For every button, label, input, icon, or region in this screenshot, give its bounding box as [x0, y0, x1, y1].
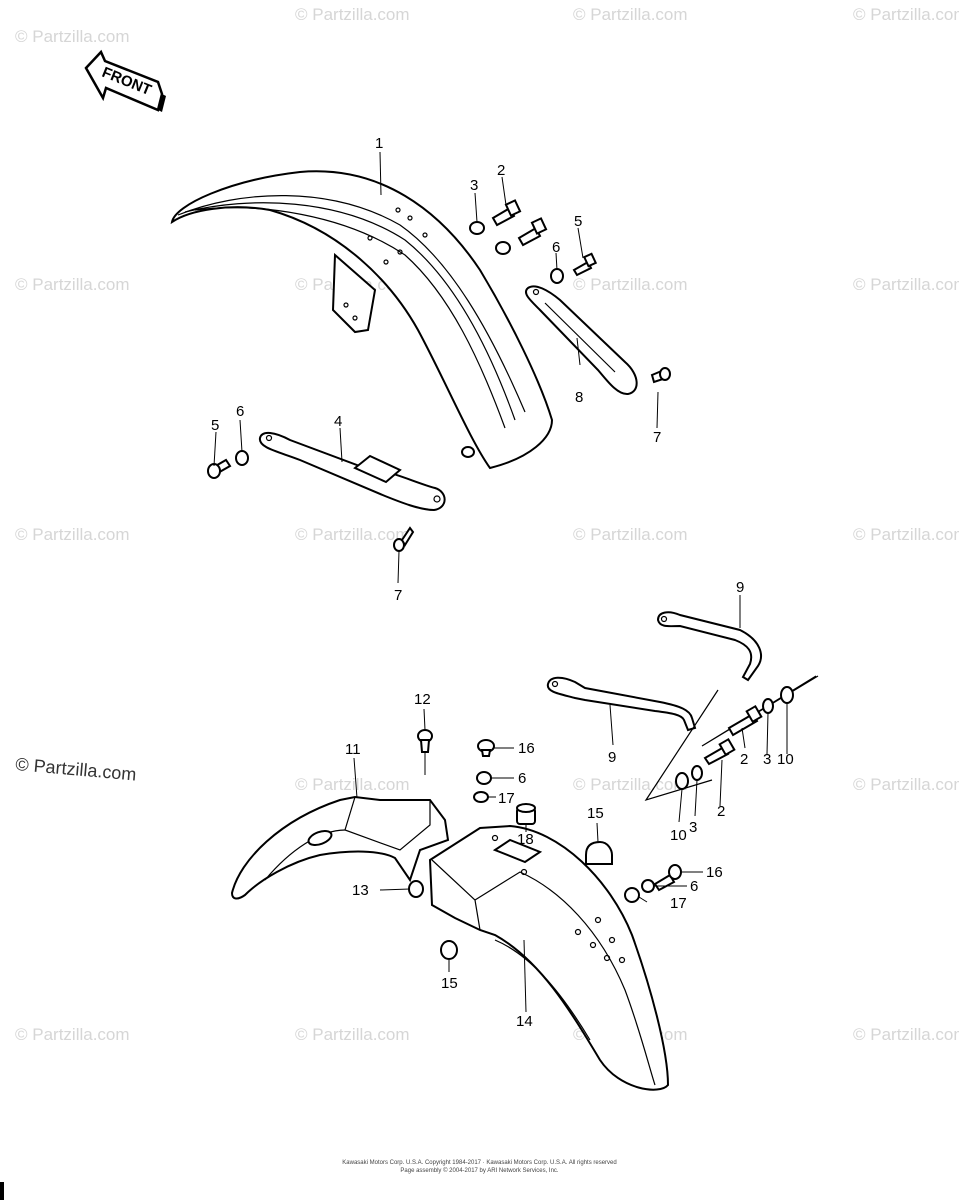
fender-stay — [524, 285, 638, 396]
watermark: © Partzilla.com — [15, 1025, 130, 1044]
callout-number: 5 — [211, 417, 219, 434]
nut-icon — [408, 880, 424, 898]
callout-number: 6 — [552, 239, 560, 256]
callout-number: 7 — [653, 429, 661, 446]
watermark: © Partzilla.com — [853, 5, 959, 24]
callout-number: 3 — [689, 819, 697, 836]
copyright-footer: Kawasaki Motors Corp. U.S.A. Copyright 1… — [0, 1159, 959, 1175]
callout-number: 6 — [518, 770, 526, 787]
callout-number: 9 — [608, 749, 616, 766]
watermark: © Partzilla.com — [295, 5, 410, 24]
front-stay — [258, 432, 446, 512]
watermark: © Partzilla.com — [853, 775, 959, 794]
callout-number: 15 — [587, 805, 604, 822]
screw-icon — [650, 367, 671, 384]
bolt-icon — [417, 729, 433, 753]
callout-number: 2 — [497, 162, 505, 179]
washer-icon — [762, 698, 774, 714]
detail-separator — [644, 675, 819, 802]
watermark: © Partzilla.com — [573, 275, 688, 294]
callout-number: 17 — [498, 790, 515, 807]
washer-icon — [780, 686, 794, 704]
bolt-icon — [207, 458, 232, 479]
callout-number: 13 — [352, 882, 369, 899]
callout-number: 15 — [441, 975, 458, 992]
nut-icon — [235, 450, 249, 466]
callout-number: 6 — [690, 878, 698, 895]
washer-icon — [624, 887, 640, 903]
watermark: © Partzilla.com — [15, 275, 130, 294]
callout-number: 6 — [236, 403, 244, 420]
callout-number: 16 — [518, 740, 535, 757]
callout-number: 9 — [736, 579, 744, 596]
washer-icon — [473, 791, 489, 803]
callout-number: 17 — [670, 895, 687, 912]
callout-number: 2 — [717, 803, 725, 820]
callout-numbers: 1 2 3 5 6 8 7 5 6 4 7 9 9 2 3 10 2 10 3 … — [211, 135, 794, 1030]
callout-number: 11 — [345, 741, 361, 758]
callout-number: 1 — [375, 135, 383, 152]
rear-stay-lower — [546, 676, 697, 732]
leader-lines — [213, 151, 788, 1013]
callout-number: 5 — [574, 213, 582, 230]
copyright-line: Page assembly © 2004-2017 by ARI Network… — [400, 1168, 559, 1174]
bolt-icon — [727, 704, 763, 737]
grommet-icon — [516, 803, 536, 825]
screw-icon — [572, 252, 598, 277]
watermark: © Partzilla.com — [853, 525, 959, 544]
watermark: © Partzilla.com — [295, 1025, 410, 1044]
rear-fender — [428, 824, 670, 1091]
washer-icon — [495, 241, 511, 255]
washer-icon — [675, 772, 689, 790]
callout-number: 2 — [740, 751, 748, 768]
watermark: © Partzilla.com — [15, 525, 130, 544]
callout-number: 8 — [575, 389, 583, 406]
callout-number: 7 — [394, 587, 402, 604]
washer-icon — [691, 765, 703, 781]
callout-number: 4 — [334, 413, 342, 430]
callout-number: 16 — [706, 864, 723, 881]
copyright-line: Kawasaki Motors Corp. U.S.A. Copyright 1… — [342, 1160, 617, 1166]
watermark: © Partzilla.com — [573, 5, 688, 24]
callout-number: 3 — [763, 751, 771, 768]
edge-mark — [0, 1182, 4, 1200]
front-fender — [170, 170, 554, 470]
nut-icon — [550, 268, 564, 284]
cap-icon — [585, 840, 613, 865]
callout-number: 18 — [517, 831, 534, 848]
watermark: © Partzilla.com — [573, 525, 688, 544]
callout-number: 12 — [414, 691, 431, 708]
nut-icon — [641, 879, 655, 893]
callout-number: 10 — [777, 751, 794, 768]
watermark: © Partzilla.com — [295, 525, 410, 544]
bolt-icon — [491, 199, 522, 227]
washer-icon — [469, 221, 485, 235]
cap-icon — [440, 940, 458, 960]
watermark: © Partzilla.com — [295, 775, 410, 794]
watermark: © Partzilla.com — [853, 275, 959, 294]
watermark: © Partzilla.com — [15, 754, 138, 784]
callout-number: 3 — [470, 177, 478, 194]
rear-fender-front — [230, 795, 450, 900]
callout-number: 14 — [516, 1013, 533, 1030]
callout-number: 10 — [670, 827, 687, 844]
nut-icon — [476, 771, 492, 785]
watermark: © Partzilla.com — [573, 775, 688, 794]
bolt-icon — [517, 217, 548, 247]
bolt-icon — [477, 739, 495, 757]
watermark: © Partzilla.com — [853, 1025, 959, 1044]
front-arrow-icon: FRONT — [84, 49, 166, 112]
rear-stay-upper — [656, 611, 762, 682]
bolt-icon — [703, 737, 736, 766]
watermark: © Partzilla.com — [15, 27, 130, 46]
screw-icon — [393, 526, 415, 552]
